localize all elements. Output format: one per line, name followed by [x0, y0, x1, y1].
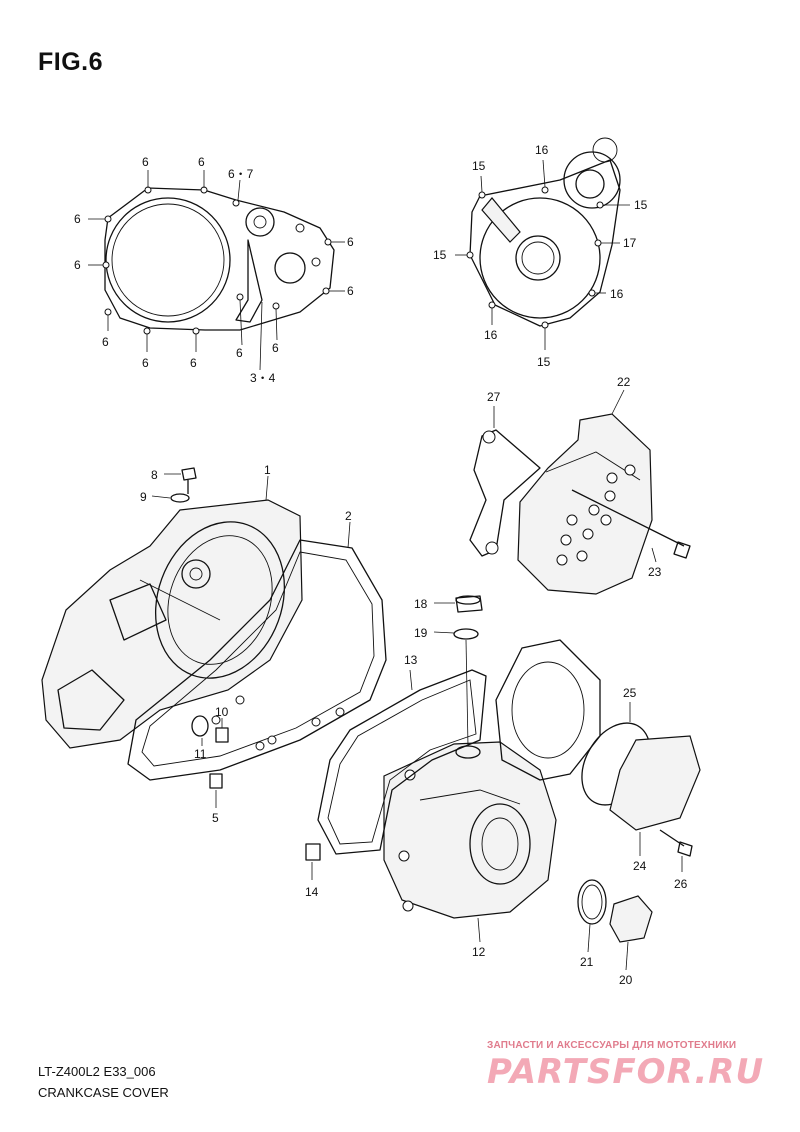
model-code-label: LT-Z400L2 E33_006	[38, 1064, 156, 1079]
callout-27: 27	[487, 390, 501, 404]
callout-15: 15	[433, 248, 447, 262]
dowel-pins-left	[191, 715, 229, 808]
callout-17: 17	[623, 236, 637, 250]
callout-3-4: 3・4	[250, 371, 276, 385]
callout-6: 6	[102, 335, 109, 349]
callout-6: 6	[347, 284, 354, 298]
callout-19: 19	[414, 626, 428, 640]
callout-6: 6	[74, 212, 81, 226]
callout-16: 16	[610, 287, 624, 301]
callout-22: 22	[617, 375, 631, 389]
callout-10: 10	[215, 705, 229, 719]
callout-15: 15	[472, 159, 486, 173]
callout-5: 5	[212, 811, 219, 825]
callout-2: 2	[345, 509, 352, 523]
callout-6: 6	[198, 155, 205, 169]
assembly-name-label: CRANKCASE COVER	[38, 1085, 169, 1100]
callout-21: 21	[580, 955, 594, 969]
magneto-cover-bolt-view	[455, 137, 630, 350]
callout-24: 24	[633, 859, 647, 873]
drain-bolt-and-washer	[151, 467, 197, 503]
callout-6: 6	[190, 356, 197, 370]
clutch-cover-part	[41, 475, 303, 749]
cover-guard-assembly	[469, 389, 691, 595]
inspection-cover-assembly	[495, 639, 701, 872]
callout-6-7: 6・7	[228, 167, 254, 181]
callout-26: 26	[674, 877, 688, 891]
callout-6: 6	[74, 258, 81, 272]
watermark-logo: PARTSFOR.RU	[487, 1052, 765, 1092]
callout-1: 1	[264, 463, 271, 477]
clutch-cover-bolt-view	[88, 170, 345, 371]
magneto-cover-part	[383, 741, 557, 943]
callout-15: 15	[537, 355, 551, 369]
dowel-pin-right	[305, 843, 321, 880]
magneto-cover-gasket	[317, 669, 487, 855]
callout-6: 6	[236, 346, 243, 360]
callout-6: 6	[347, 235, 354, 249]
callout-6: 6	[142, 356, 149, 370]
watermark-tagline: ЗАПЧАСТИ И АКСЕССУАРЫ ДЛЯ МОТОТЕХНИКИ	[487, 1040, 737, 1051]
callout-20: 20	[619, 973, 633, 987]
callout-13: 13	[404, 653, 418, 667]
callout-14: 14	[305, 885, 319, 899]
callout-11: 11	[194, 747, 207, 761]
callout-9: 9	[140, 490, 147, 504]
callout-23: 23	[648, 565, 662, 579]
clutch-cover-gasket	[127, 521, 387, 781]
callout-numbers: 6 6 6・7 6 6 6 6 6 6 6 6 6 3・4 15 16 15 1…	[74, 143, 688, 987]
callout-12: 12	[472, 945, 486, 959]
callout-16: 16	[535, 143, 549, 157]
callout-18: 18	[414, 597, 428, 611]
callout-8: 8	[151, 468, 158, 482]
callout-6: 6	[272, 341, 279, 355]
callout-16: 16	[484, 328, 498, 342]
oring-and-plug	[577, 879, 653, 971]
callout-6: 6	[142, 155, 149, 169]
figure-title: FIG.6	[38, 48, 104, 76]
callout-15: 15	[634, 198, 648, 212]
callout-25: 25	[623, 686, 637, 700]
filler-cap-and-oring	[433, 595, 483, 747]
